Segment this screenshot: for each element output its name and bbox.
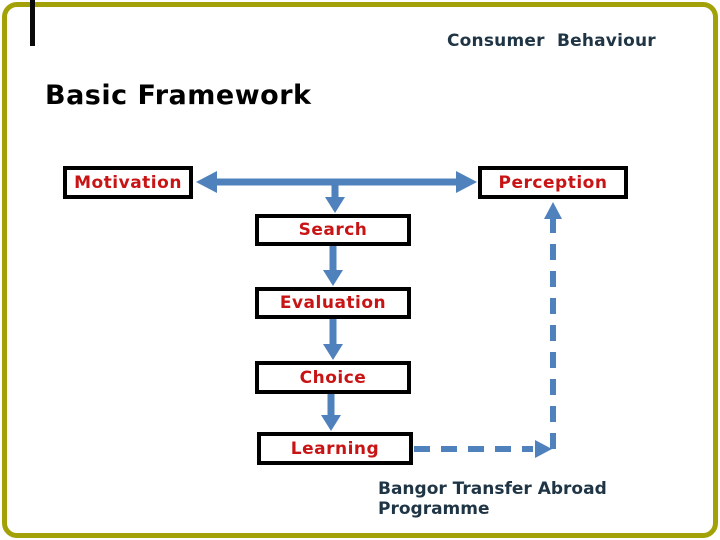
node-choice: Choice bbox=[255, 361, 411, 394]
node-search-label: Search bbox=[298, 220, 368, 240]
edge-choice-learning bbox=[321, 394, 341, 431]
node-evaluation: Evaluation bbox=[255, 287, 411, 319]
edge-motivation-perception bbox=[196, 171, 477, 193]
node-motivation: Motivation bbox=[63, 166, 193, 199]
node-motivation-label: Motivation bbox=[74, 172, 182, 193]
slide-title: Basic Framework bbox=[45, 80, 312, 111]
course-header: Consumer Behaviour bbox=[447, 31, 656, 51]
node-perception: Perception bbox=[478, 166, 628, 199]
node-learning: Learning bbox=[257, 432, 413, 465]
edge-evaluation-choice bbox=[323, 319, 343, 360]
node-search: Search bbox=[255, 214, 411, 246]
edge-line-search bbox=[325, 182, 345, 213]
node-learning-label: Learning bbox=[290, 438, 380, 459]
node-evaluation-label: Evaluation bbox=[279, 293, 387, 313]
left-edge-mark bbox=[30, 0, 35, 46]
node-perception-label: Perception bbox=[498, 172, 608, 193]
edge-search-evaluation bbox=[323, 246, 343, 286]
footer-programme-label: Bangor Transfer Abroad Programme bbox=[378, 479, 607, 519]
edge-learning-perception bbox=[414, 202, 562, 458]
node-choice-label: Choice bbox=[299, 367, 367, 388]
